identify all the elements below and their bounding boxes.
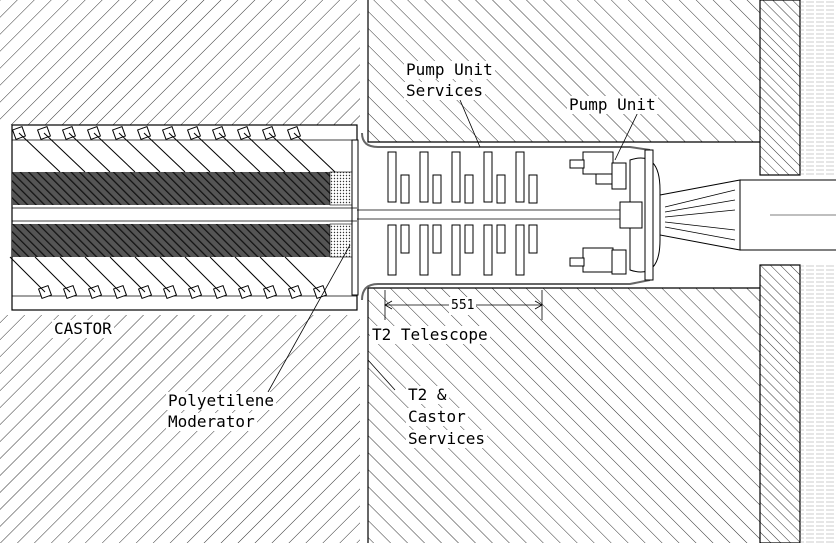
label-pump-unit-services-line1: Pump Unit — [404, 60, 495, 79]
pump-unit-assembly — [569, 149, 836, 281]
beam-pipe — [357, 209, 620, 220]
services-cable-outline — [361, 132, 651, 301]
leader-lines — [267, 99, 641, 393]
label-pump-unit: Pump Unit — [567, 95, 658, 114]
label-polyetilene-line1: Polyetilene — [166, 391, 276, 410]
label-pump-unit-services-line2: Services — [404, 81, 486, 100]
right-upper-shielding — [759, 0, 836, 176]
left-upper-shielding — [0, 0, 360, 125]
label-t2-castor-services-line1: T2 & — [406, 385, 449, 404]
label-polyetilene-line2: Moderator — [166, 412, 257, 431]
t2-telescope-plates — [387, 151, 538, 276]
label-t2-telescope: T2 Telescope — [370, 325, 490, 344]
castor-calorimeter — [11, 124, 359, 311]
castor-lower-fibers — [9, 256, 327, 300]
right-lower-shielding — [759, 264, 836, 543]
label-dimension-551: 551 — [449, 297, 477, 315]
label-castor: CASTOR — [52, 319, 114, 338]
label-t2-castor-services-line2: Castor — [406, 407, 468, 426]
castor-upper-fibers — [11, 125, 336, 173]
label-t2-castor-services-line3: Services — [406, 429, 488, 448]
